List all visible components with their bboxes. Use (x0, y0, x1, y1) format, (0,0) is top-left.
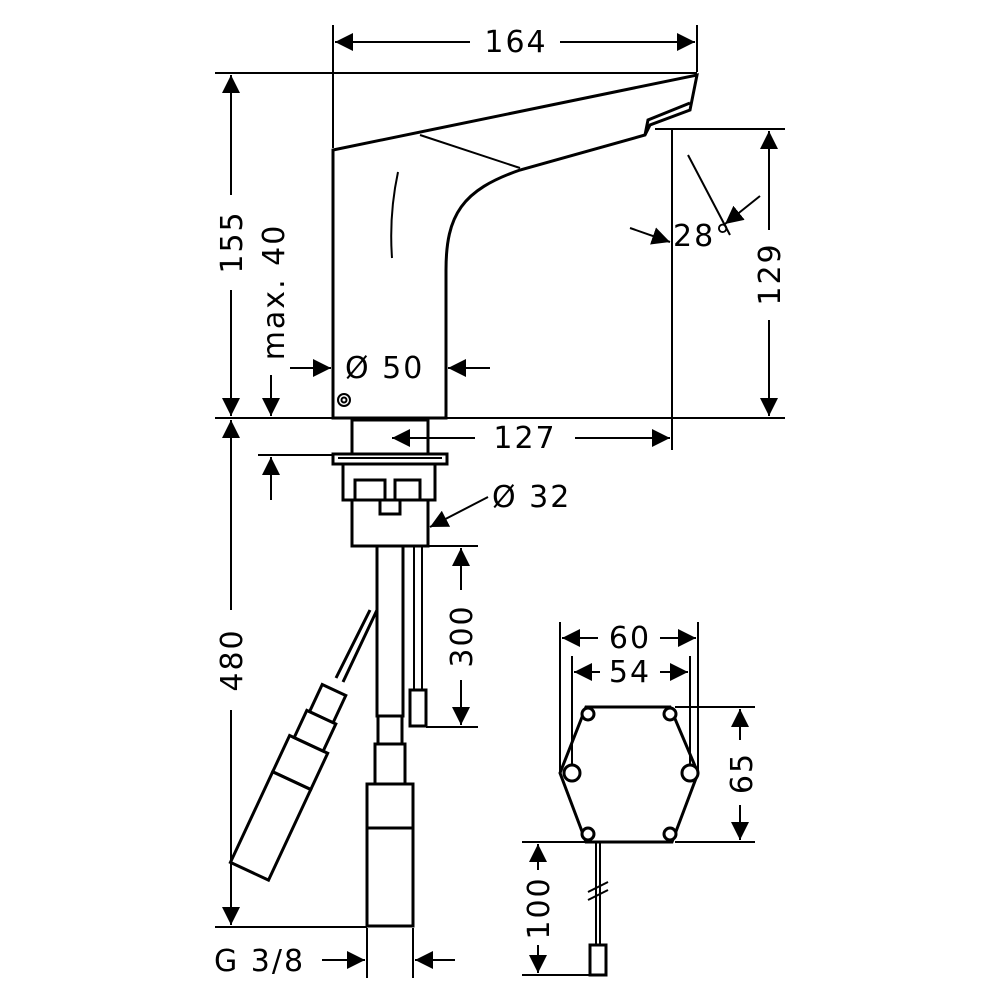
dim-box-cable: 100 (522, 876, 557, 939)
dim-thread: G 3/8 (214, 944, 305, 979)
dim-outlet-height: 129 (753, 242, 788, 305)
dimension-lines (215, 25, 785, 978)
dim-total-height: 155 (215, 210, 250, 273)
dim-max-deck: max. 40 (257, 224, 292, 361)
dim-box-height: 65 (725, 752, 760, 794)
control-box (558, 705, 700, 977)
dim-cable-length: 300 (445, 604, 480, 667)
dim-spout-length: 164 (484, 25, 547, 60)
hoses (228, 544, 428, 928)
dim-body-diameter: Ø 50 (345, 351, 424, 386)
dim-box-hole-spacing: 54 (609, 655, 651, 690)
faucet-body (331, 73, 699, 420)
dim-hose-length: 480 (215, 628, 250, 691)
dim-shank-diameter: Ø 32 (492, 480, 571, 515)
dim-box-width: 60 (609, 621, 651, 656)
dim-spray-angle: 28° (673, 219, 732, 254)
dim-reach: 127 (493, 421, 556, 456)
